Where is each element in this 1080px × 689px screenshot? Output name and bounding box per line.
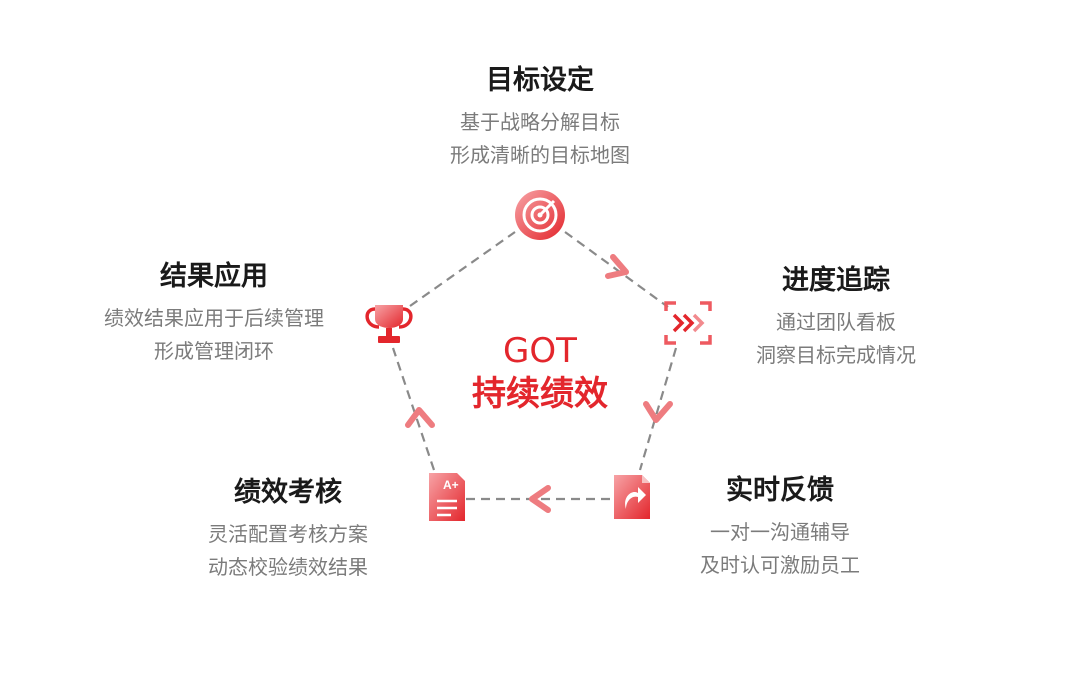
center-label: GOT 持续绩效 (420, 330, 660, 416)
stage-desc-line: 基于战略分解目标 (460, 110, 620, 134)
stage-desc-line: 及时认可激励员工 (700, 553, 860, 577)
stage-realtime-feedback: 实时反馈 一对一沟通辅导 及时认可激励员工 (620, 474, 940, 582)
center-label-line1: GOT (503, 331, 577, 371)
stage-description: 基于战略分解目标 形成清晰的目标地图 (380, 106, 700, 172)
arrow-to-tracking (605, 254, 629, 279)
stage-description: 通过团队看板 洞察目标完成情况 (676, 306, 996, 372)
stage-result-application: 结果应用 绩效结果应用于后续管理 形成管理闭环 (54, 260, 374, 368)
edge-application-to-target (409, 231, 516, 307)
stage-title: 目标设定 (486, 65, 594, 96)
stage-description: 灵活配置考核方案 动态校验绩效结果 (128, 518, 448, 584)
stage-desc-line: 通过团队看板 (776, 310, 896, 334)
stage-performance-review: 绩效考核 灵活配置考核方案 动态校验绩效结果 (128, 476, 448, 584)
edge-review-to-application (391, 347, 436, 471)
feedback-document-icon (614, 475, 650, 519)
arrow-to-review (529, 485, 551, 513)
target-icon (515, 190, 565, 240)
stage-desc-line: 灵活配置考核方案 (208, 522, 368, 546)
stage-description: 绩效结果应用于后续管理 形成管理闭环 (54, 302, 374, 368)
trophy-icon (365, 305, 413, 343)
center-label-line2: 持续绩效 (472, 374, 608, 414)
stage-title: 实时反馈 (726, 475, 834, 506)
stage-title: 结果应用 (160, 261, 268, 292)
arrow-to-application (405, 407, 435, 428)
stage-desc-line: 动态校验绩效结果 (208, 555, 368, 579)
stage-title: 进度追踪 (782, 265, 890, 296)
stage-description: 一对一沟通辅导 及时认可激励员工 (620, 516, 940, 582)
stage-desc-line: 形成管理闭环 (154, 339, 274, 363)
stage-desc-line: 一对一沟通辅导 (710, 520, 850, 544)
edge-target-to-tracking (564, 231, 669, 308)
edge-tracking-to-feedback (638, 347, 678, 471)
stage-desc-line: 形成清晰的目标地图 (450, 143, 630, 167)
stage-title: 绩效考核 (234, 477, 342, 508)
stage-desc-line: 绩效结果应用于后续管理 (104, 306, 324, 330)
arrow-to-feedback (643, 401, 673, 423)
graded-document-icon: A+ (429, 473, 465, 521)
stage-progress-tracking: 进度追踪 通过团队看板 洞察目标完成情况 (676, 264, 996, 372)
stage-desc-line: 洞察目标完成情况 (756, 343, 916, 367)
svg-text:A+: A+ (443, 478, 459, 492)
stage-goal-setting: 目标设定 基于战略分解目标 形成清晰的目标地图 (380, 64, 700, 172)
fast-forward-icon (664, 301, 712, 345)
